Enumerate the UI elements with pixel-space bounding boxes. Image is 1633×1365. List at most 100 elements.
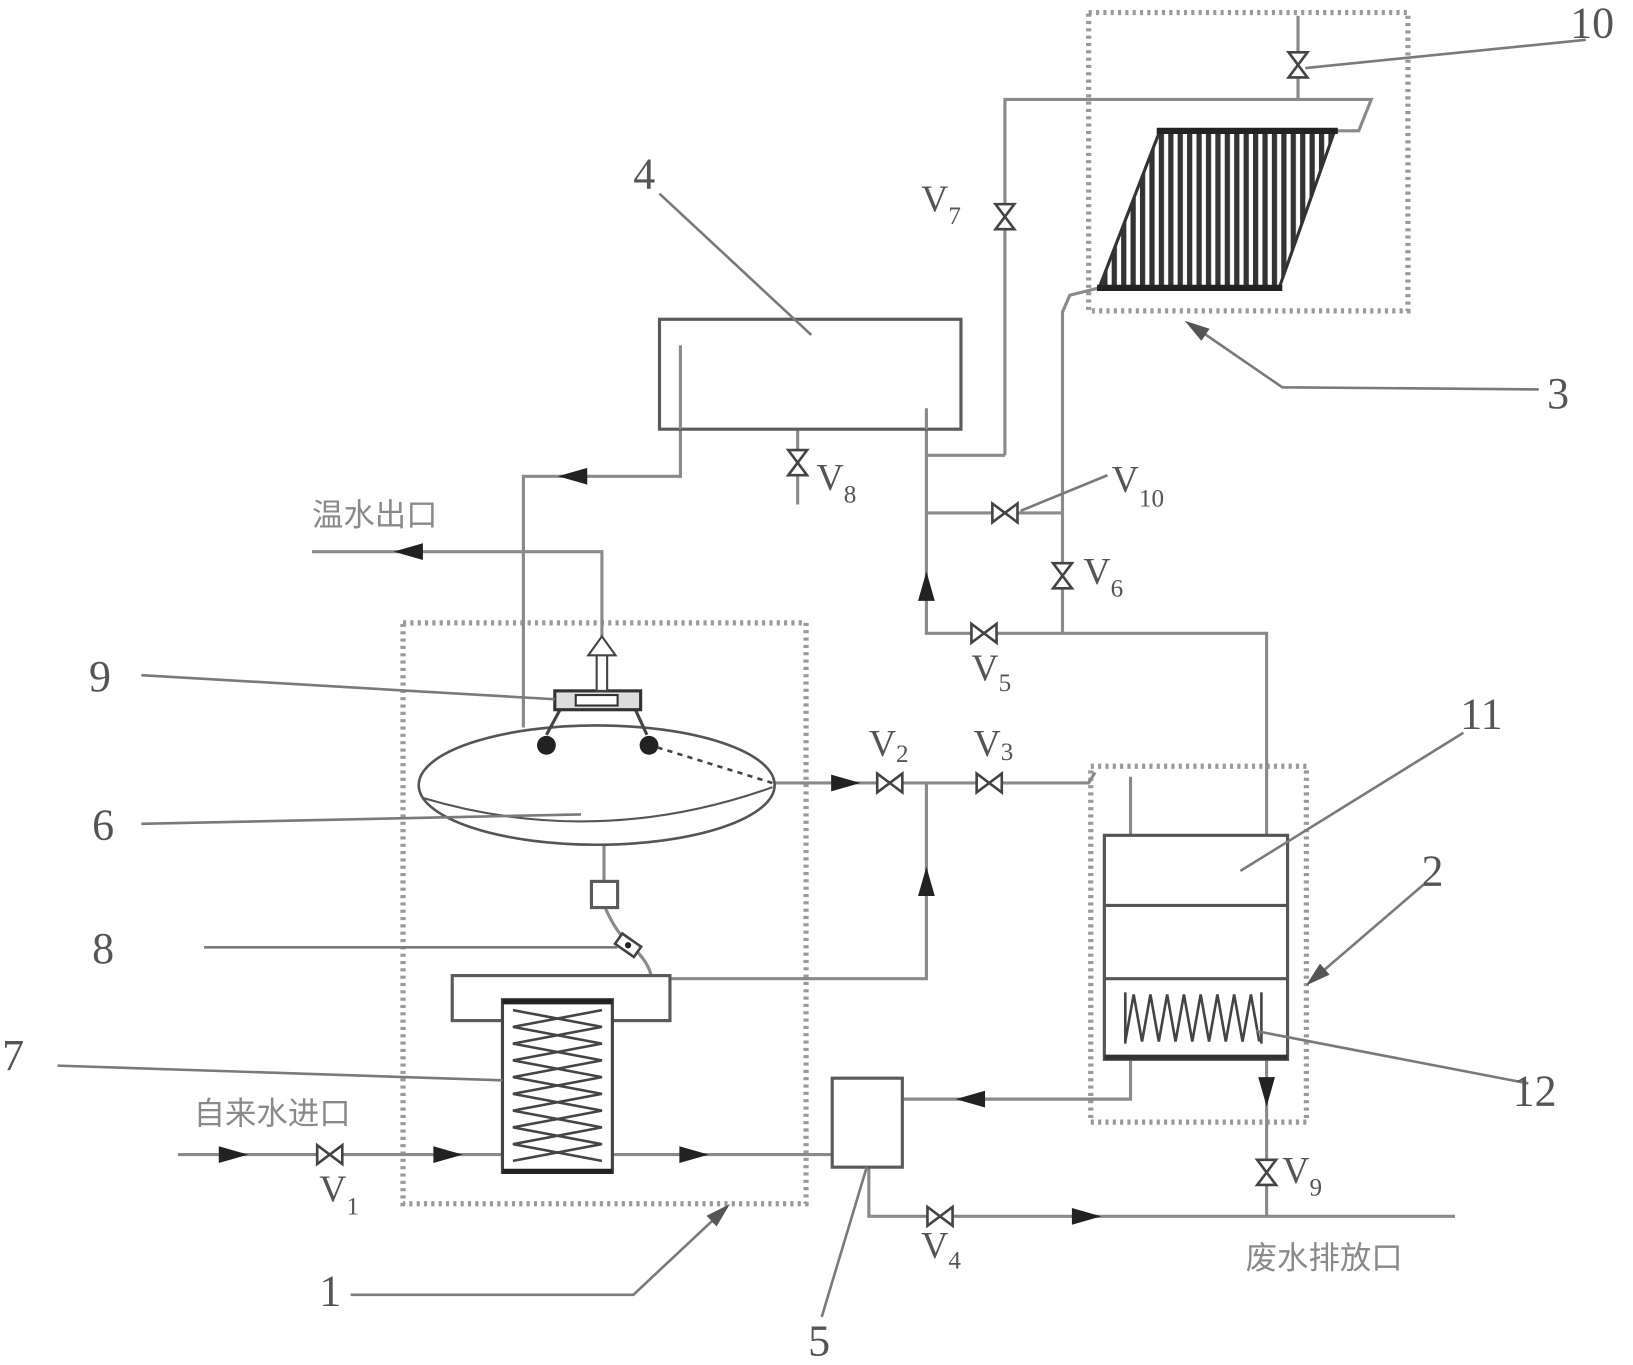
leader-3 — [1197, 328, 1539, 391]
valve-label-v8-subscript: 8 — [844, 481, 857, 508]
pipe-unit2-to-box5 — [902, 1059, 1133, 1101]
leader-7 — [57, 1064, 503, 1082]
valve-label-v1-subscript: 1 — [346, 1193, 359, 1220]
tank-port-dot-left — [537, 735, 556, 755]
valve-v4-symbol — [926, 1205, 954, 1228]
label-10: 10 — [1570, 0, 1614, 48]
label-7: 7 — [2, 1031, 24, 1080]
valve-v10-symbol — [991, 502, 1019, 524]
wastewater-outlet-label: 废水排放口 — [1246, 1241, 1403, 1277]
valve-label-v5-subscript: 5 — [999, 670, 1012, 697]
flow-arrow-up-heat-return — [918, 866, 935, 897]
pipe-box4-right-to-unit2 — [924, 408, 1269, 836]
flow-arrow-unit2-drain — [1258, 1077, 1275, 1107]
valve-v7-symbol — [994, 202, 1016, 231]
valve-label-v6-subscript: 6 — [1111, 576, 1124, 603]
valve-label-v3: V3 — [974, 723, 1014, 766]
valve-label-v3-subscript: 3 — [1001, 739, 1014, 766]
label-3: 3 — [1547, 369, 1569, 418]
tank-bottom-connector — [589, 879, 620, 910]
valve-label-v5-letter: V — [971, 647, 998, 689]
leader-4 — [658, 192, 813, 336]
warm-water-outlet-label: 温水出口 — [312, 497, 438, 533]
valve-label-v10: V10 — [1112, 459, 1164, 513]
valve-v9-symbol — [1255, 1158, 1278, 1187]
tap-water-inlet-label: 自来水进口 — [194, 1096, 351, 1132]
flow-arrow-to-tank — [557, 467, 588, 485]
label-5: 5 — [808, 1317, 830, 1365]
label-12: 12 — [1513, 1066, 1557, 1115]
valve-label-v10-letter: V — [1112, 459, 1139, 501]
valve-label-v6: V6 — [1083, 551, 1123, 603]
label-8: 8 — [92, 924, 114, 973]
label-9: 9 — [89, 652, 111, 701]
valve-v3-symbol — [975, 772, 1004, 794]
dashed-region-solar-collector — [1086, 9, 1411, 314]
leader-5 — [820, 1166, 868, 1318]
label-6: 6 — [92, 801, 114, 850]
valve-label-v6-letter: V — [1083, 551, 1110, 593]
valve-label-v3-letter: V — [974, 723, 1001, 765]
unit-2-box — [1102, 833, 1290, 1061]
valve-label-v4: V4 — [921, 1225, 961, 1274]
leader-v10 — [1020, 474, 1109, 513]
valve-label-v9: V9 — [1282, 1150, 1322, 1202]
leader-6 — [141, 813, 582, 826]
pipe-box5-drain — [867, 1167, 1456, 1218]
valve-v8-symbol — [786, 448, 809, 477]
pipe-collector-outlet — [1060, 286, 1100, 634]
flow-arrow-inlet-1 — [218, 1146, 249, 1163]
valve-v1-symbol — [315, 1143, 344, 1166]
pipe-heat-return — [669, 782, 928, 981]
heating-coil-12 — [1124, 994, 1261, 1042]
component-9 — [545, 634, 649, 736]
component-8 — [613, 931, 643, 959]
flow-arrow-inlet-3 — [679, 1146, 709, 1163]
valve-label-v9-letter: V — [1282, 1150, 1309, 1192]
flow-arrow-drain — [1071, 1207, 1102, 1225]
leader-3-arrowhead — [1180, 314, 1210, 341]
label-4: 4 — [633, 149, 655, 198]
valve-label-v9-subscript: 9 — [1310, 1174, 1323, 1201]
leader-9 — [141, 673, 555, 701]
valve-v6-symbol — [1051, 561, 1074, 590]
flow-arrow-warm-outlet — [393, 543, 423, 561]
valve-label-v7-subscript: 7 — [948, 203, 961, 230]
leader-2 — [1318, 883, 1425, 976]
valve-label-v4-subscript: 4 — [948, 1248, 961, 1275]
leader-12 — [1255, 1029, 1529, 1085]
tank-port-dot-right — [639, 735, 659, 755]
flow-arrow-unit2-to-box5 — [955, 1090, 986, 1108]
valve-label-v4-letter: V — [921, 1225, 948, 1267]
label-1: 1 — [319, 1266, 341, 1315]
label-2: 2 — [1422, 847, 1444, 896]
valve-v2-symbol — [875, 772, 904, 794]
valve-label-v1: V1 — [319, 1169, 359, 1221]
flow-arrow-tank-outlet — [831, 774, 861, 792]
flow-arrow-up-box4 — [918, 571, 935, 601]
pipe-tank-outlet — [774, 771, 1097, 785]
valve-label-v7-letter: V — [921, 178, 948, 220]
heat-exchanger-7 — [500, 998, 614, 1174]
label-11: 11 — [1460, 690, 1502, 739]
valve-label-v2: V2 — [869, 723, 909, 768]
tank-box-4 — [657, 317, 963, 431]
valve-label-v10-subscript: 10 — [1139, 486, 1164, 513]
flow-arrow-inlet-2 — [433, 1146, 463, 1163]
valve-v5-symbol — [970, 622, 998, 645]
valve-label-v8: V8 — [817, 457, 857, 509]
leader-11 — [1239, 731, 1465, 873]
leader-10 — [1305, 38, 1587, 70]
solar-collector — [1096, 127, 1338, 292]
valve-label-v2-letter: V — [869, 723, 896, 765]
leader-1 — [350, 1214, 719, 1297]
valve-label-v7: V7 — [921, 178, 961, 230]
tank-6 — [417, 724, 776, 847]
valve-label-v5: V5 — [971, 647, 1011, 696]
component-5-box — [830, 1076, 904, 1169]
pipe-warm-water-outlet — [311, 550, 604, 641]
valve-label-v8-letter: V — [817, 457, 844, 499]
valve-label-v1-letter: V — [319, 1169, 346, 1211]
valve-10-symbol — [1287, 51, 1309, 79]
